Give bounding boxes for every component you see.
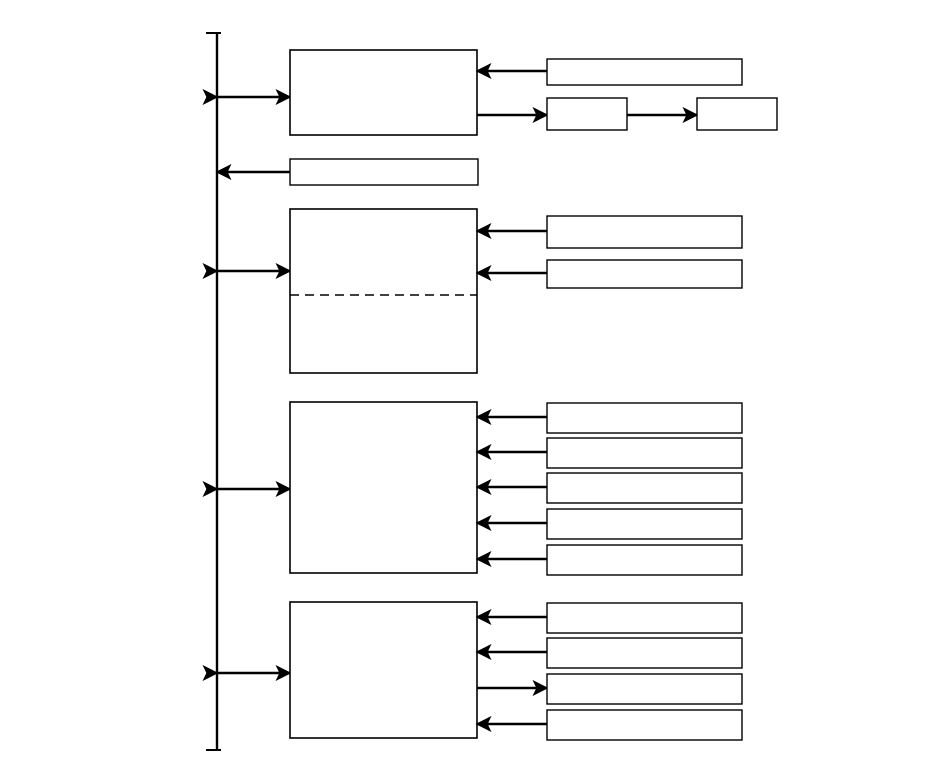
side-box-section-4-2[interactable] (546, 472, 743, 504)
main-box-section-3[interactable] (289, 208, 478, 374)
side-box-section-3-1[interactable] (546, 259, 743, 289)
side-box-section-5-2[interactable] (546, 673, 743, 705)
side-box-section-4-1[interactable] (546, 437, 743, 469)
side-box-section-5-0[interactable] (546, 602, 743, 634)
side-box-section-3-0[interactable] (546, 215, 743, 249)
main-box-section-1[interactable] (289, 49, 478, 136)
side-box-section-5-3[interactable] (546, 709, 743, 741)
main-box-section-2[interactable] (289, 158, 479, 186)
side-box-section-1-1[interactable] (546, 97, 628, 131)
diagram-geometry-layer (202, 32, 778, 751)
side-box-section-4-0[interactable] (546, 402, 743, 434)
main-box-section-5[interactable] (289, 601, 478, 739)
side-box-section-4-4[interactable] (546, 544, 743, 576)
side-box-section-1-0[interactable] (546, 58, 743, 86)
main-box-section-4[interactable] (289, 401, 478, 574)
side-box-section-1-2[interactable] (696, 97, 778, 131)
side-box-section-5-1[interactable] (546, 637, 743, 669)
side-box-section-4-3[interactable] (546, 508, 743, 540)
